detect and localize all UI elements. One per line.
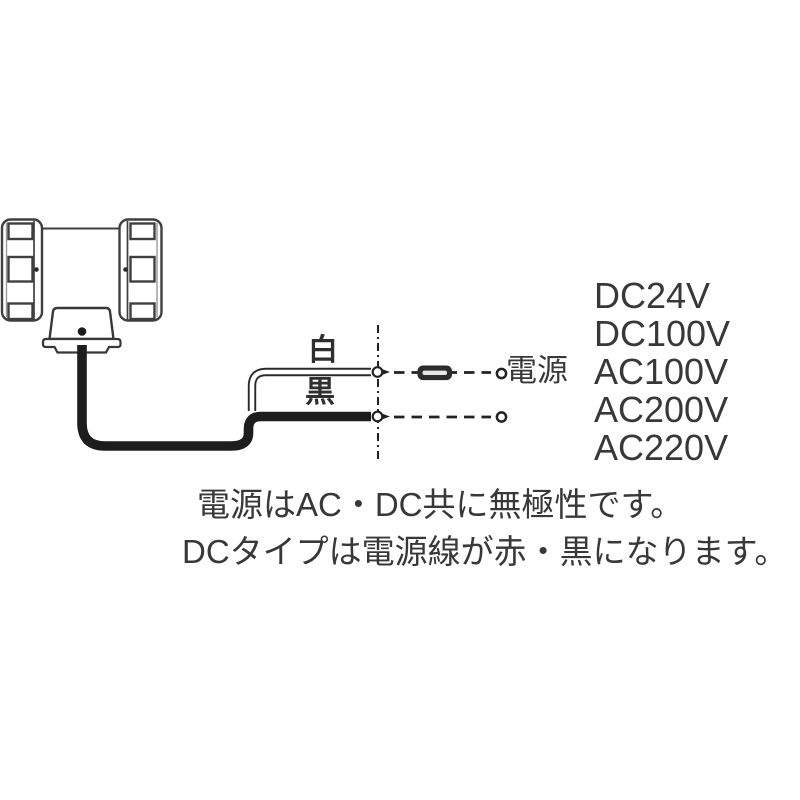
drum-slot [7, 255, 34, 283]
device-right-drum [118, 218, 163, 322]
signal-device-drawing [0, 218, 163, 354]
power-terminal-bottom [495, 411, 508, 423]
black-wire-label: 黒 [305, 376, 335, 409]
drum-slot [7, 222, 34, 241]
white-wire-label: 白 [308, 334, 338, 367]
cable-entry-dot [77, 327, 87, 336]
white-wire-core [249, 369, 371, 411]
drum-slot [129, 222, 156, 241]
black-wire-end-tip [382, 413, 390, 420]
voltage-options-list: DC24V DC100V AC100V AC200V AC220V [594, 277, 730, 467]
black-wire [77, 345, 371, 451]
drum-slot [7, 302, 34, 321]
drum-screw-dot [123, 267, 128, 272]
voltage-option-dc100v: DC100V [594, 313, 731, 354]
drum-slot [129, 302, 156, 321]
power-terminal-top [495, 367, 508, 380]
drum-slot [129, 255, 156, 283]
power-source-label: 電源 [506, 353, 568, 388]
drum-screw-dot [34, 267, 39, 272]
black-wire-end-ring [371, 410, 384, 423]
note-no-polarity: 電源はAC・DC共に無極性です。 [197, 486, 684, 523]
device-left-drum [0, 218, 44, 322]
white-wire-end-tip [382, 369, 390, 375]
note-dc-wire-colors: DCタイプは電源線が赤・黒になります。 [182, 533, 788, 570]
voltage-option-ac220v: AC220V [594, 427, 729, 468]
wire-end-terminals [371, 366, 390, 423]
device-body [42, 227, 120, 310]
voltage-option-ac100v: AC100V [594, 351, 729, 392]
voltage-option-ac200v: AC200V [594, 389, 729, 430]
voltage-option-dc24v: DC24V [594, 275, 711, 316]
fuse-icon [417, 365, 452, 381]
white-wire-end-ring [371, 366, 384, 378]
